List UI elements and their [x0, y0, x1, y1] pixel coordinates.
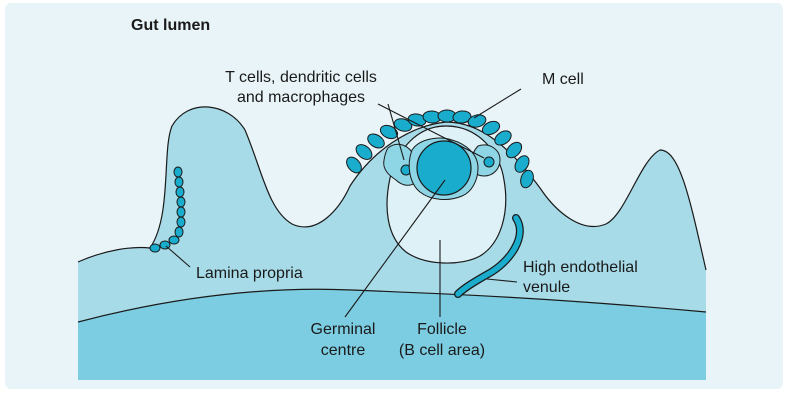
lamina-propria-label: Lamina propria: [196, 265, 303, 282]
cell-nucleus: [484, 157, 494, 167]
high-endothelial-venule-label-2: venule: [523, 279, 570, 296]
germinal-centre-label: Germinal: [311, 321, 376, 338]
germinal-centre-label-2: centre: [321, 342, 366, 359]
t-cells-label: T cells, dendritic cells: [225, 69, 377, 86]
m-cell-label: M cell: [542, 71, 584, 88]
t-cells-label-2: and macrophages: [237, 89, 365, 106]
gut-lumen-label: Gut lumen: [131, 17, 210, 34]
follicle-label-2: (B cell area): [399, 342, 485, 359]
follicle-label: Follicle: [417, 321, 467, 338]
germinal-centre: [417, 141, 471, 195]
high-endothelial-venule-label: High endothelial: [523, 259, 638, 276]
